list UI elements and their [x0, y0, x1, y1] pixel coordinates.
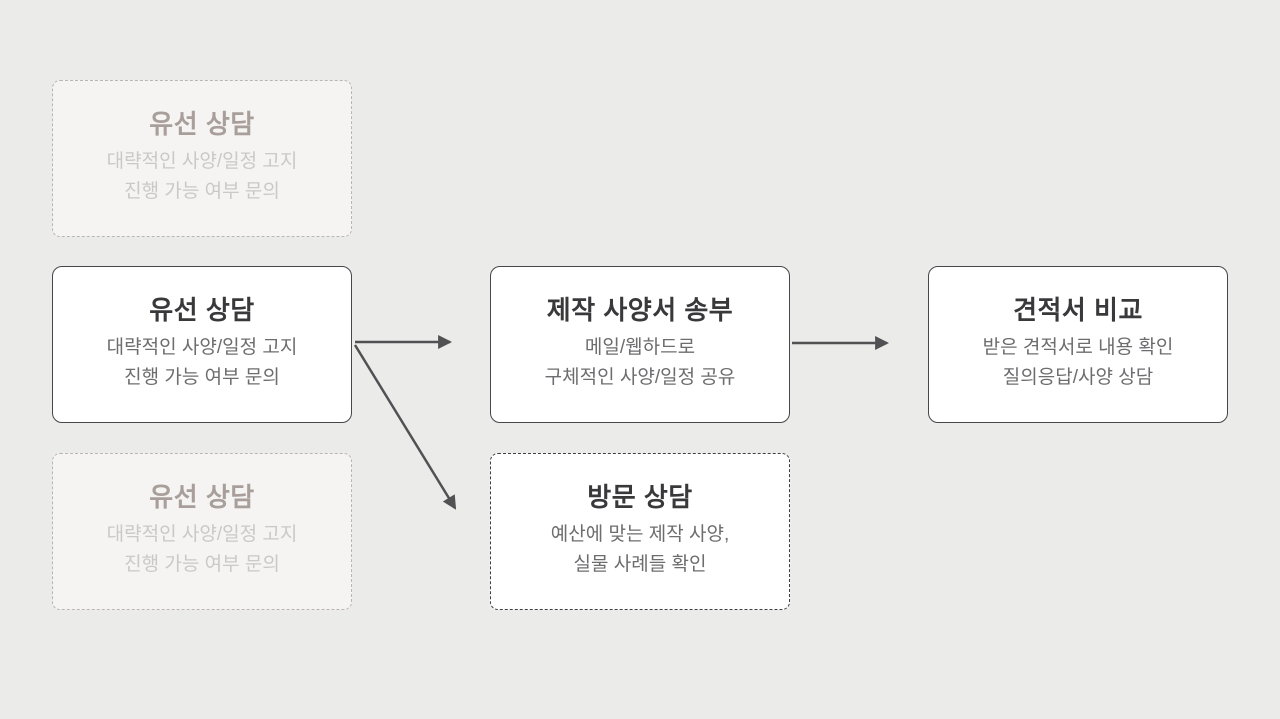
subtitle-line-1: 대략적인 사양/일정 고지 — [106, 524, 298, 546]
subtitle-line-1: 메일/웹하드로 — [584, 337, 696, 359]
box-subtitle: 대략적인 사양/일정 고지 진행 가능 여부 문의 — [107, 147, 298, 207]
subtitle-line-1: 대략적인 사양/일정 고지 — [106, 337, 298, 359]
box-title: 제작 사양서 송부 — [546, 294, 734, 325]
box-title: 유선 상담 — [149, 108, 255, 139]
box-quote-compare: 견적서 비교 받은 견적서로 내용 확인 질의응답/사양 상담 — [928, 266, 1228, 423]
box-title: 방문 상담 — [587, 481, 693, 512]
box-subtitle: 예산에 맞는 제작 사양, 실물 사례들 확인 — [551, 520, 729, 580]
subtitle-line-2: 진행 가능 여부 문의 — [124, 367, 280, 389]
box-phone-consult-ghost-top: 유선 상담 대략적인 사양/일정 고지 진행 가능 여부 문의 — [52, 80, 352, 237]
box-title: 견적서 비교 — [1013, 294, 1143, 325]
subtitle-line-2: 진행 가능 여부 문의 — [124, 554, 280, 576]
subtitle-line-1: 대략적인 사양/일정 고지 — [106, 151, 298, 173]
box-subtitle: 대략적인 사양/일정 고지 진행 가능 여부 문의 — [107, 333, 298, 393]
box-subtitle: 대략적인 사양/일정 고지 진행 가능 여부 문의 — [107, 520, 298, 580]
box-phone-consult-ghost-bottom: 유선 상담 대략적인 사양/일정 고지 진행 가능 여부 문의 — [52, 453, 352, 610]
box-subtitle: 받은 견적서로 내용 확인 질의응답/사양 상담 — [983, 333, 1174, 393]
subtitle-line-2: 실물 사례들 확인 — [573, 554, 707, 576]
arrow-phone-to-visit — [353, 344, 457, 510]
subtitle-line-1: 예산에 맞는 제작 사양, — [550, 524, 730, 546]
subtitle-line-2: 질의응답/사양 상담 — [1002, 367, 1154, 389]
box-phone-consult: 유선 상담 대략적인 사양/일정 고지 진행 가능 여부 문의 — [52, 266, 352, 423]
box-spec-send: 제작 사양서 송부 메일/웹하드로 구체적인 사양/일정 공유 — [490, 266, 790, 423]
box-subtitle: 메일/웹하드로 구체적인 사양/일정 공유 — [545, 333, 736, 393]
subtitle-line-1: 받은 견적서로 내용 확인 — [982, 337, 1174, 359]
subtitle-line-2: 진행 가능 여부 문의 — [124, 181, 280, 203]
box-visit-consult: 방문 상담 예산에 맞는 제작 사양, 실물 사례들 확인 — [490, 453, 790, 610]
subtitle-line-2: 구체적인 사양/일정 공유 — [544, 367, 736, 389]
box-title: 유선 상담 — [149, 481, 255, 512]
box-title: 유선 상담 — [149, 294, 255, 325]
